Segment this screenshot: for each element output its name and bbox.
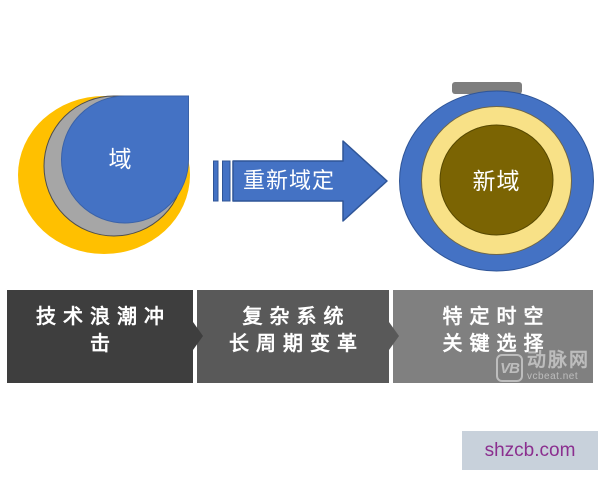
vcbeat-watermark: VB 动脉网 vcbeat.net [495,350,590,383]
chevron-arrow-2 [389,322,399,350]
source-badge: shzcb.com [462,431,598,470]
source-badge-text: shzcb.com [484,439,576,461]
process-box-line: 关键选择 [442,332,551,355]
process-box-key-choice: 特定时空 关键选择 VB 动脉网 vcbeat.net [393,290,593,383]
process-box-line: 复杂系统 [242,305,351,328]
arrow-body [232,140,388,222]
process-box-tech-wave: 技术浪潮冲 击 [7,290,193,383]
transition-arrow-label: 重新域定 [242,168,335,193]
new-domain-label: 新域 [472,168,521,194]
process-box-line: 长周期变革 [229,332,364,355]
chevron-arrow-1 [193,322,203,350]
vcbeat-logo-icon: VB [495,354,523,382]
process-box-complex-system: 复杂系统 长周期变革 [197,290,389,383]
vcbeat-watermark-text: 动脉网 vcbeat.net [526,350,590,383]
vcbeat-site: vcbeat.net [526,371,579,382]
process-box-line: 特定时空 [442,305,551,328]
process-box-line: 击 [90,332,117,355]
old-domain-label: 域 [108,146,132,172]
new-domain-center-circle [439,124,554,236]
arrow-stripe-1 [213,160,219,202]
arrow-stripe-2 [222,160,231,202]
old-domain-front-teardrop [61,95,189,224]
process-box-line: 技术浪潮冲 [36,305,171,328]
vcbeat-name: 动脉网 [526,350,590,371]
